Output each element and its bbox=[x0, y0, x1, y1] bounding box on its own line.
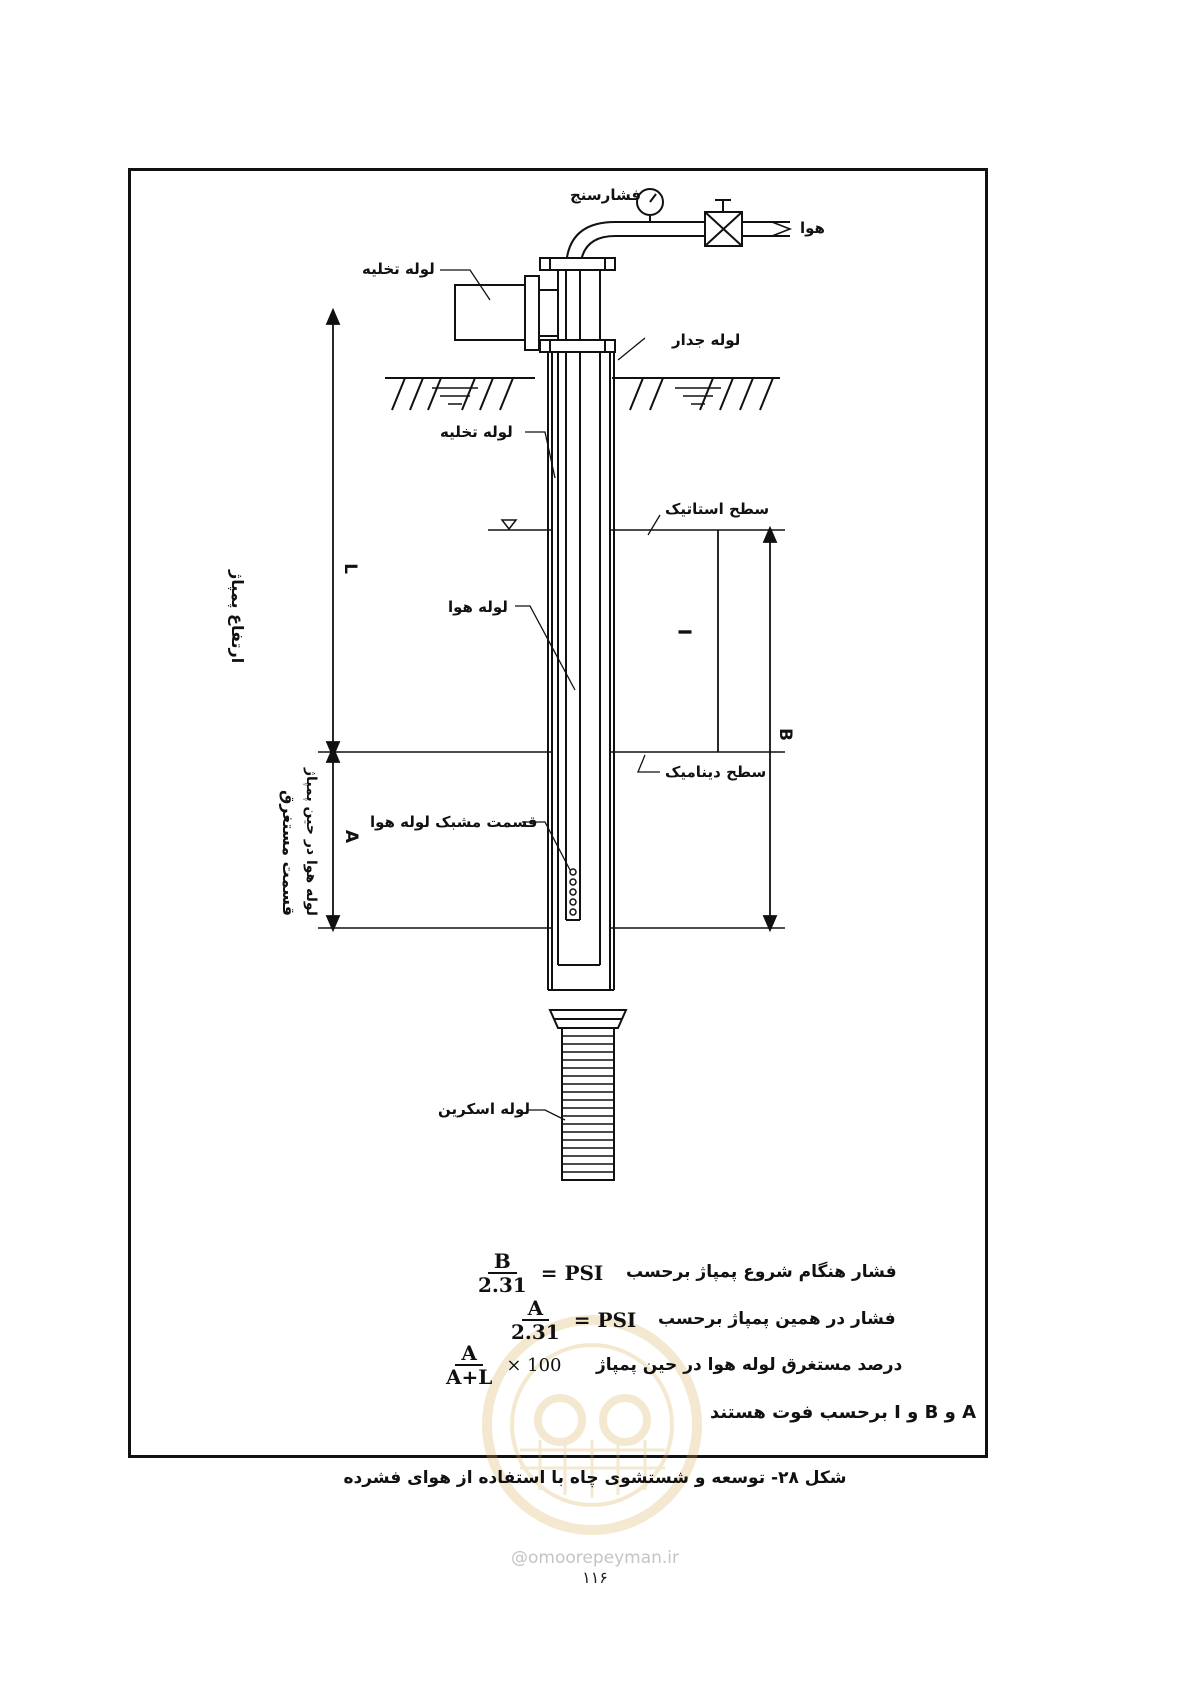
denominator: 2.31 bbox=[511, 1319, 560, 1344]
formula-submergence-text: درصد مستغرق لوله هوا در حین پمپاژ bbox=[596, 1355, 903, 1375]
dimension-lines bbox=[325, 307, 778, 933]
formula-start-pressure-text: فشار هنگام شروع پمپاژ برحسب bbox=[626, 1262, 897, 1282]
numerator: B bbox=[487, 1250, 517, 1274]
label-screen-pipe: لوله اسکرین bbox=[438, 1100, 531, 1118]
denominator: 2.31 bbox=[478, 1272, 527, 1297]
label-casing-pipe: لوله جدار bbox=[672, 331, 741, 349]
label-air: هوا bbox=[800, 219, 825, 237]
formula-pumping-pressure: A 2.31 = PSI bbox=[505, 1297, 637, 1344]
label-I: I bbox=[673, 628, 695, 636]
label-A: A bbox=[341, 829, 362, 844]
formula-result: = PSI bbox=[540, 1261, 604, 1285]
formula-submergence-percent: A A+L × 100 bbox=[440, 1342, 562, 1389]
label-discharge-pipe-mid: لوله تخلیه bbox=[440, 423, 513, 441]
label-perforated-section: قسمت مشبک لوله هوا bbox=[370, 813, 538, 831]
formula-result: × 100 bbox=[506, 1354, 562, 1376]
screen-pipe bbox=[548, 1009, 628, 1181]
fraction: A A+L bbox=[440, 1342, 498, 1389]
discharge-outlet bbox=[454, 275, 558, 351]
formula-pumping-pressure-text: فشار در همین پمپاژ برحسب bbox=[658, 1309, 896, 1329]
label-submerged-line2: لوله هوا در حین پمپاژ bbox=[303, 768, 319, 916]
numerator: A bbox=[521, 1297, 550, 1321]
casing-pipe bbox=[547, 350, 615, 991]
pressure-gauge-icon bbox=[636, 188, 664, 222]
ground-surface bbox=[385, 377, 780, 411]
formula-result: = PSI bbox=[573, 1308, 637, 1332]
units-note: A و B و I برحسب فوت هستند bbox=[710, 1402, 976, 1423]
formula-start-pressure: B 2.31 = PSI bbox=[472, 1250, 604, 1297]
valve-icon bbox=[704, 199, 743, 247]
label-pumping-height: ارتفاع پمپاژ bbox=[228, 570, 247, 664]
label-discharge-pipe-top: لوله تخلیه bbox=[362, 260, 435, 278]
label-static-level: سطح استاتیک bbox=[665, 500, 770, 518]
watermark-seal bbox=[482, 1315, 702, 1535]
label-dynamic-level: سطح دینامیک bbox=[665, 763, 767, 781]
leader-lines bbox=[440, 269, 661, 1121]
numerator: A bbox=[455, 1342, 483, 1366]
label-pressure-gauge: فشارسنج bbox=[570, 186, 642, 204]
fraction: B 2.31 bbox=[472, 1250, 533, 1297]
watermark-url: @omoorepeyman.ir bbox=[510, 1548, 680, 1568]
perforated-section bbox=[569, 868, 577, 916]
label-air-pipe: لوله هوا bbox=[448, 598, 508, 616]
screen-slots bbox=[562, 1035, 614, 1173]
label-B: B bbox=[774, 728, 795, 741]
discharge-pipe bbox=[557, 270, 601, 966]
figure-caption: شکل ۲۸- توسعه و شستشوی چاه با استفاده از… bbox=[343, 1468, 847, 1488]
denominator: A+L bbox=[446, 1364, 493, 1389]
label-L: L bbox=[339, 563, 360, 574]
fraction: A 2.31 bbox=[505, 1297, 566, 1344]
label-submerged-line1: قسمت مستغرق bbox=[279, 790, 298, 916]
figure-frame bbox=[128, 168, 988, 1458]
wellhead-flanges bbox=[539, 257, 616, 353]
static-level-line bbox=[488, 519, 785, 531]
page-number: ۱۱۶ bbox=[582, 1568, 608, 1587]
